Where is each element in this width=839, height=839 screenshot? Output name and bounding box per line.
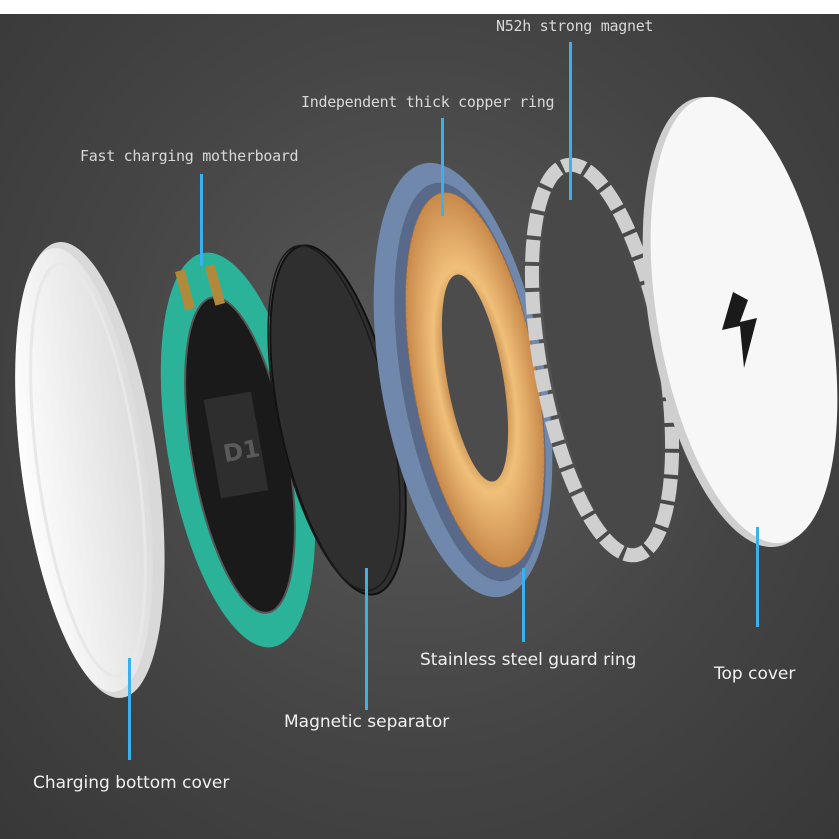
charging-bottom-cover [15,242,165,698]
copper-coil-ring [405,192,545,568]
motherboard-callout-line [200,174,203,266]
label-separator: Magnetic separator [284,712,450,732]
separator-callout-line [365,568,368,710]
copper-callout-line [441,118,444,216]
top-cover-callout-line [756,527,759,627]
magnet-callout-line [569,42,572,200]
magnetic-separator [267,244,407,596]
label-guard-ring: Stainless steel guard ring [420,650,637,670]
guard-ring-callout-line [522,568,525,642]
bottom-cover-callout-line [128,658,131,760]
lightning-bolt-icon [722,292,757,368]
label-bottom-cover: Charging bottom cover [33,773,230,793]
top-cover [642,96,838,548]
label-copper-ring: Independent thick copper ring [301,93,555,111]
label-top-cover: Top cover [714,664,796,684]
label-motherboard: Fast charging motherboard [80,147,299,165]
chip-label: D1 [221,434,262,468]
label-magnet: N52h strong magnet [496,17,654,35]
